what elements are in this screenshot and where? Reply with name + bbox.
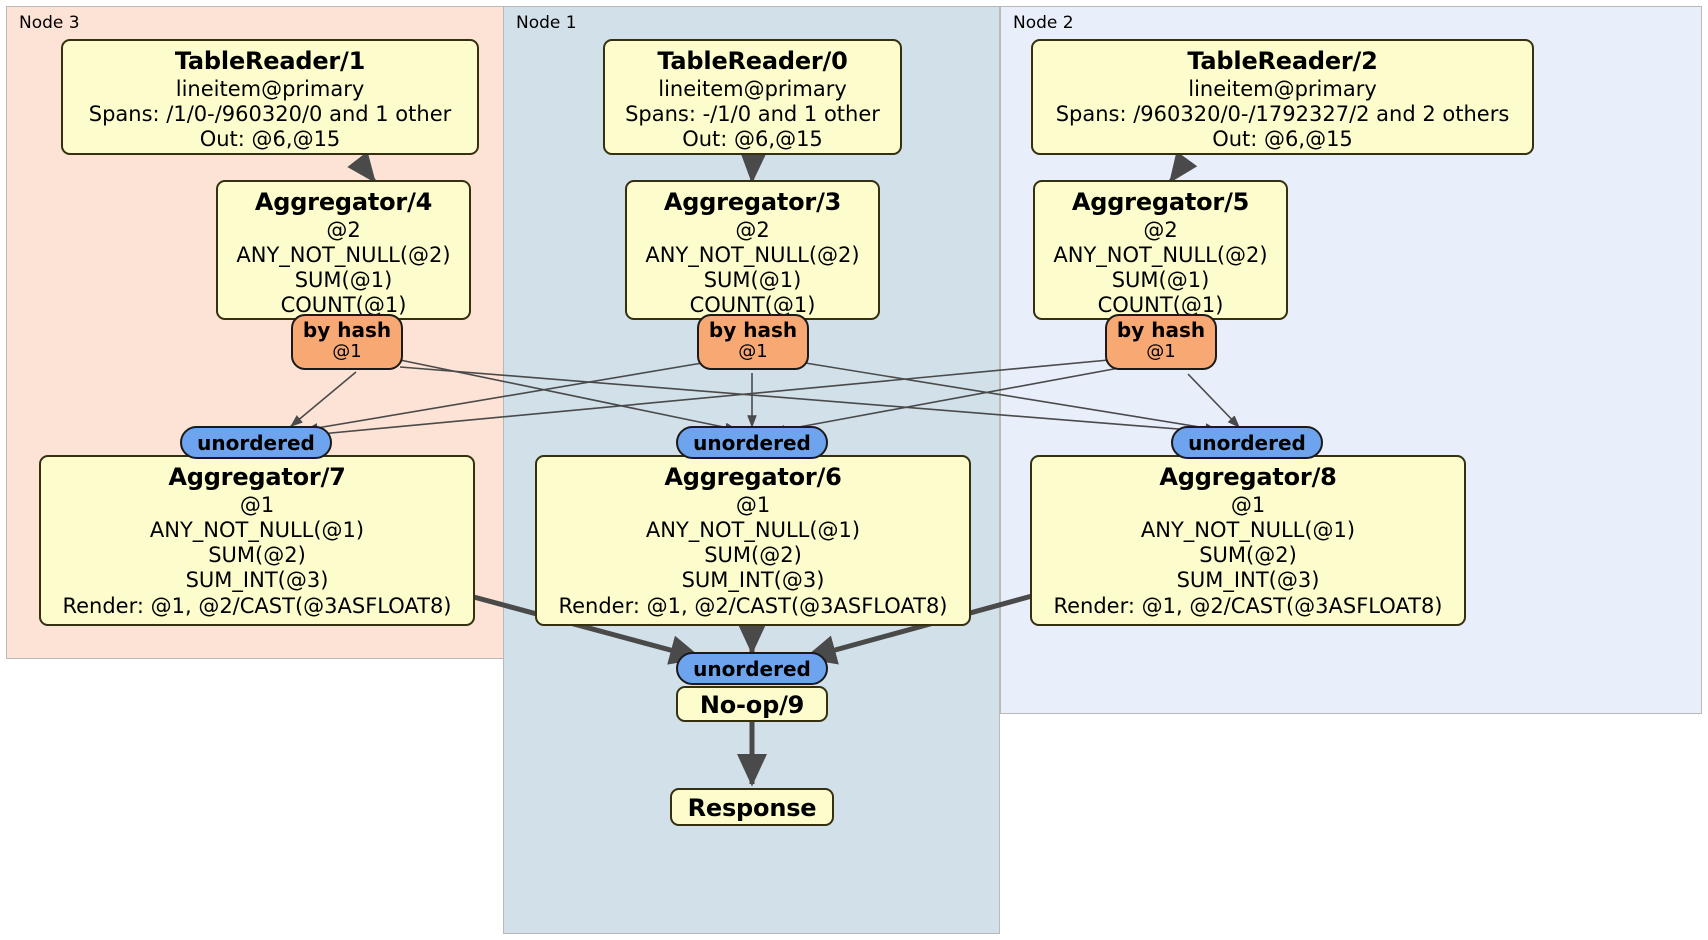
stream-badge-label: unordered [197, 430, 315, 455]
stream-badge-unordered-left[interactable]: unordered [180, 426, 332, 459]
processor-line: lineitem@primary [175, 76, 365, 101]
router-badge-by-hash-right[interactable]: by hash @1 [1105, 314, 1217, 370]
processor-title: TableReader/2 [1187, 47, 1378, 75]
router-badge-column: @1 [738, 340, 768, 362]
processor-aggregator-4[interactable]: Aggregator/4 @2 ANY_NOT_NULL(@2) SUM(@1)… [216, 180, 471, 320]
processor-line: COUNT(@1) [1097, 293, 1224, 318]
processor-no-op-9[interactable]: No-op/9 [676, 686, 828, 722]
processor-title: TableReader/1 [174, 47, 366, 75]
stream-badge-unordered-right[interactable]: unordered [1171, 426, 1323, 459]
processor-title: Aggregator/7 [168, 463, 346, 491]
processor-line: ANY_NOT_NULL(@2) [236, 242, 451, 267]
processor-line: SUM(@2) [704, 543, 802, 568]
processor-aggregator-8[interactable]: Aggregator/8 @1 ANY_NOT_NULL(@1) SUM(@2)… [1030, 455, 1466, 626]
processor-line: @2 [735, 217, 770, 242]
processor-aggregator-6[interactable]: Aggregator/6 @1 ANY_NOT_NULL(@1) SUM(@2)… [535, 455, 971, 626]
processor-line: SUM(@2) [1199, 543, 1297, 568]
processor-title: Aggregator/8 [1159, 463, 1337, 491]
processor-line: ANY_NOT_NULL(@2) [1053, 242, 1268, 267]
processor-line: Out: @6,@15 [199, 127, 341, 152]
processor-line: Out: @6,@15 [1212, 127, 1353, 152]
router-badge-by-hash-center[interactable]: by hash @1 [697, 314, 809, 370]
processor-line: @1 [239, 492, 275, 517]
processor-title: Response [687, 794, 817, 822]
processor-title: Aggregator/5 [1071, 188, 1250, 216]
processor-line: ANY_NOT_NULL(@1) [1140, 517, 1356, 542]
processor-table-reader-0[interactable]: TableReader/0 lineitem@primary Spans: -/… [603, 39, 902, 155]
router-badge-by-hash-left[interactable]: by hash @1 [291, 314, 403, 370]
processor-table-reader-1[interactable]: TableReader/1 lineitem@primary Spans: /1… [61, 39, 479, 155]
router-badge-title: by hash [302, 318, 392, 342]
processor-line: ANY_NOT_NULL(@1) [149, 517, 365, 542]
processor-line: Spans: /1/0-/960320/0 and 1 other [88, 101, 452, 126]
processor-line: Spans: -/1/0 and 1 other [625, 101, 880, 126]
processor-line: lineitem@primary [658, 76, 847, 101]
processor-aggregator-7[interactable]: Aggregator/7 @1 ANY_NOT_NULL(@1) SUM(@2)… [39, 455, 475, 626]
stream-badge-label: unordered [693, 430, 811, 455]
processor-line: ANY_NOT_NULL(@2) [645, 242, 860, 267]
processor-line: SUM(@2) [208, 543, 306, 568]
processor-line-render: Render: @1, @2/CAST(@3ASFLOAT8) [1053, 593, 1443, 618]
processor-line: @2 [326, 217, 361, 242]
router-badge-column: @1 [332, 340, 362, 362]
node-label-node3: Node 3 [19, 13, 80, 33]
router-badge-column: @1 [1146, 340, 1176, 362]
processor-line: Spans: /960320/0-/1792327/2 and 2 others [1055, 101, 1510, 126]
stream-badge-label: unordered [1188, 430, 1306, 455]
processor-title: Aggregator/3 [663, 188, 842, 216]
processor-line: @1 [1230, 492, 1266, 517]
stream-badge-label: unordered [693, 656, 811, 681]
router-badge-title: by hash [708, 318, 798, 342]
processor-line: SUM(@1) [294, 268, 393, 293]
processor-line: ANY_NOT_NULL(@1) [645, 517, 861, 542]
processor-line: SUM(@1) [703, 268, 802, 293]
processor-line: COUNT(@1) [280, 293, 407, 318]
stream-badge-unordered-center[interactable]: unordered [676, 426, 828, 459]
router-badge-title: by hash [1116, 318, 1206, 342]
processor-line: lineitem@primary [1188, 76, 1377, 101]
processor-line: @1 [735, 492, 771, 517]
processor-table-reader-2[interactable]: TableReader/2 lineitem@primary Spans: /9… [1031, 39, 1534, 155]
stream-badge-unordered-final[interactable]: unordered [676, 652, 828, 685]
processor-line: @2 [1143, 217, 1178, 242]
processor-line-render: Render: @1, @2/CAST(@3ASFLOAT8) [558, 593, 948, 618]
processor-line: COUNT(@1) [689, 293, 816, 318]
processor-title: TableReader/0 [657, 47, 848, 75]
node-label-node1: Node 1 [516, 13, 577, 33]
processor-line: SUM_INT(@3) [185, 568, 329, 593]
processor-title: No-op/9 [699, 691, 805, 719]
processor-line: SUM_INT(@3) [1176, 568, 1320, 593]
processor-title: Aggregator/4 [254, 188, 433, 216]
processor-line: Out: @6,@15 [682, 127, 823, 152]
processor-aggregator-3[interactable]: Aggregator/3 @2 ANY_NOT_NULL(@2) SUM(@1)… [625, 180, 880, 320]
processor-line: SUM_INT(@3) [681, 568, 825, 593]
processor-aggregator-5[interactable]: Aggregator/5 @2 ANY_NOT_NULL(@2) SUM(@1)… [1033, 180, 1288, 320]
processor-title: Aggregator/6 [664, 463, 842, 491]
processor-line-render: Render: @1, @2/CAST(@3ASFLOAT8) [62, 593, 452, 618]
processor-response[interactable]: Response [670, 788, 834, 826]
node-label-node2: Node 2 [1013, 13, 1074, 33]
processor-line: SUM(@1) [1111, 268, 1210, 293]
